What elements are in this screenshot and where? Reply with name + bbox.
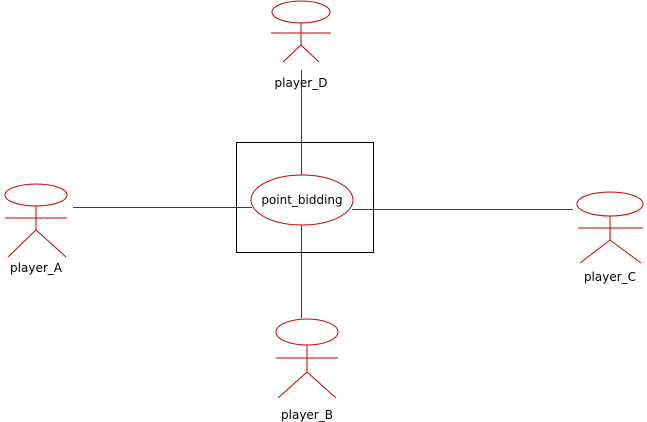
- use-case-ellipse: [250, 174, 354, 226]
- use-case-point-bidding[interactable]: point_bidding: [250, 174, 354, 226]
- actor-label: player_B: [281, 408, 333, 422]
- actor-left-leg: [282, 44, 302, 63]
- actor-player-a[interactable]: player_A: [4, 183, 68, 275]
- actor-label: player_D: [275, 76, 328, 90]
- use-case-label: point_bidding: [261, 193, 342, 207]
- actor-player-b[interactable]: player_B: [275, 318, 339, 422]
- actor-right-leg: [306, 371, 337, 399]
- actor-left-leg: [277, 371, 308, 399]
- actor-head: [4, 183, 68, 207]
- actor-left-leg: [579, 239, 611, 264]
- actor-head: [275, 318, 339, 346]
- actor-left-leg: [7, 229, 37, 258]
- actor-label: player_A: [10, 261, 63, 275]
- actor-head: [576, 191, 644, 217]
- actor-player-c[interactable]: player_C: [576, 191, 644, 284]
- actor-player-d[interactable]: player_D: [271, 0, 331, 90]
- actor-right-leg: [35, 229, 67, 258]
- actor-label: player_C: [584, 270, 636, 284]
- actor-right-leg: [609, 239, 642, 264]
- actor-right-leg: [300, 44, 320, 63]
- system-boundary-box: [236, 142, 374, 253]
- actor-head: [271, 0, 331, 24]
